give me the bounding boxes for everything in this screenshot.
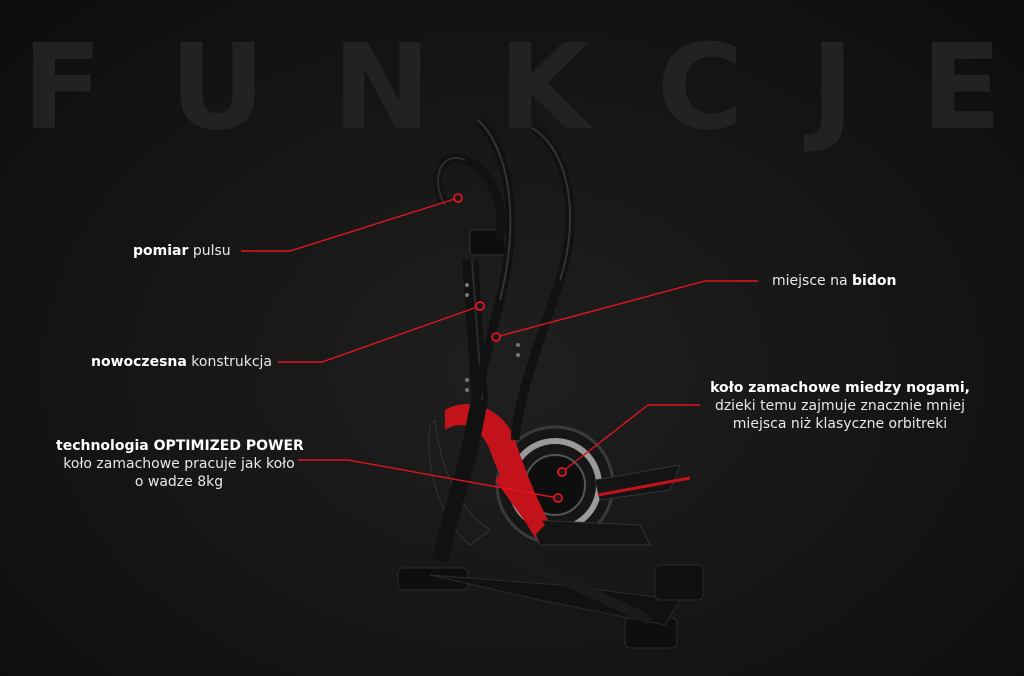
callout-bottle-bold: bidon xyxy=(852,273,897,289)
marker-power xyxy=(553,493,563,503)
heading-funkcje: F U N K C J E xyxy=(0,22,1024,152)
callout-construction-text: konstrukcja xyxy=(186,354,273,370)
callout-power-line3: o wadze 8kg xyxy=(134,474,224,490)
marker-pulse xyxy=(453,193,463,203)
marker-bottle xyxy=(491,332,501,342)
callout-flywheel: koło zamachowe miedzy nogami, dzieki tem… xyxy=(700,379,980,433)
leader-flywheel xyxy=(561,404,700,473)
callout-bottle: miejsce na bidon xyxy=(772,272,896,290)
callout-bottle-text: miejsce na xyxy=(772,273,852,289)
callout-pulse: pomiar pulsu xyxy=(133,242,231,260)
heading-letter: J xyxy=(810,18,855,156)
callout-construction: nowoczesna konstrukcja xyxy=(91,353,272,371)
heading-letter: N xyxy=(332,18,432,156)
leader-bottle xyxy=(495,280,758,338)
heading-letter: C xyxy=(656,18,744,156)
callout-pulse-bold: pomiar xyxy=(133,243,189,259)
callout-power: technologia OPTIMIZED POWER koło zamacho… xyxy=(56,437,304,491)
callout-power-bold: technologia OPTIMIZED POWER xyxy=(56,438,304,454)
heading-letter: K xyxy=(498,18,590,156)
callout-flywheel-line2: dzieki temu zajmuje znacznie mniej xyxy=(714,398,966,414)
heading-letter: F xyxy=(22,18,103,156)
callout-pulse-text: pulsu xyxy=(188,243,231,259)
marker-flywheel xyxy=(557,467,567,477)
marker-construction xyxy=(475,301,485,311)
leader-pulse xyxy=(241,197,459,252)
heading-letter: E xyxy=(921,18,1002,156)
callout-power-line2: koło zamachowe pracuje jak koło xyxy=(63,456,295,472)
callout-flywheel-line3: miejsca niż klasyczne orbitreki xyxy=(732,416,948,432)
callout-construction-bold: nowoczesna xyxy=(91,354,187,370)
leader-construction xyxy=(278,305,481,363)
leader-power xyxy=(298,459,559,499)
heading-letter: U xyxy=(169,18,266,156)
callout-flywheel-bold: koło zamachowe miedzy nogami, xyxy=(710,380,970,396)
